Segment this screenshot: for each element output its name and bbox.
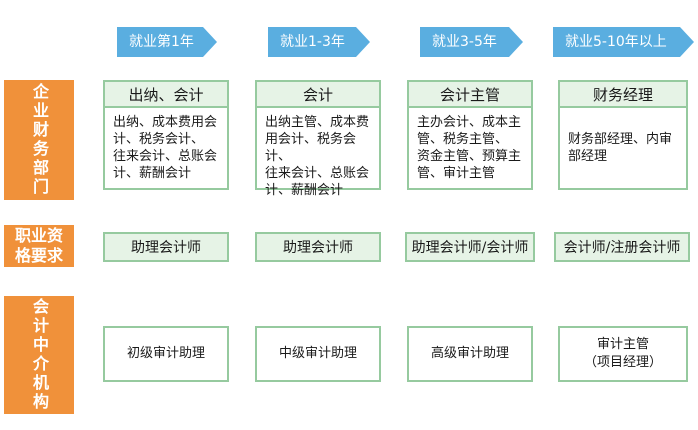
side-label-enterprise: 企业财务部门 (4, 80, 74, 200)
position-description-box: 出纳、成本费用会 计、税务会计、 往来会计、总账会 计、薪酬会计 (103, 108, 229, 190)
position-description-box: 财务部经理、内审 部经理 (558, 108, 688, 190)
side-label-qualification: 职业资格要求 (4, 225, 74, 267)
qualification-box: 助理会计师/会计师 (405, 232, 535, 262)
position-title-box: 会计主管 (407, 80, 533, 108)
intermediary-position-box: 初级审计助理 (103, 326, 229, 382)
intermediary-position-box: 审计主管 （项目经理） (558, 326, 688, 382)
position-title-box: 财务经理 (558, 80, 688, 108)
header-arrow-year5-10: 就业5-10年以上 (553, 27, 694, 57)
header-arrow-year1: 就业第1年 (117, 27, 217, 57)
side-label-intermediary: 会计中介机构 (4, 296, 74, 414)
intermediary-position-box: 高级审计助理 (407, 326, 533, 382)
header-arrow-year1-3: 就业1-3年 (268, 27, 370, 57)
position-description-box: 主办会计、成本主 管、税务主管、 资金主管、预算主 管、审计主管 (407, 108, 533, 190)
position-description-box: 出纳主管、成本费 用会计、税务会计、 往来会计、总账会 计、薪酬会计 (255, 108, 381, 198)
qualification-box: 助理会计师 (103, 232, 229, 262)
position-title-box: 出纳、会计 (103, 80, 229, 108)
position-title-box: 会计 (255, 80, 381, 108)
intermediary-position-box: 中级审计助理 (255, 326, 381, 382)
qualification-box: 会计师/注册会计师 (554, 232, 690, 262)
header-arrow-year3-5: 就业3-5年 (420, 27, 523, 57)
qualification-box: 助理会计师 (255, 232, 381, 262)
